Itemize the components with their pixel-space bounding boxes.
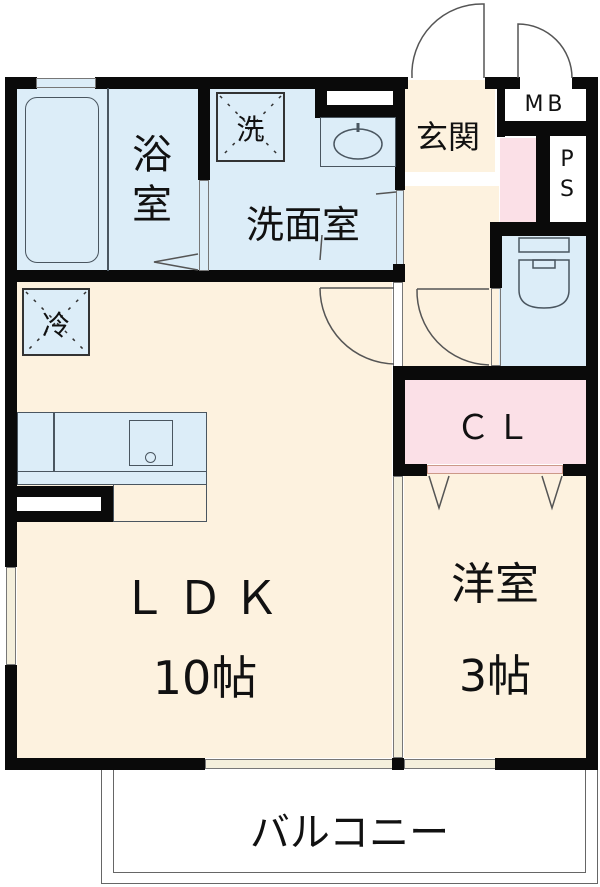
- wall-top-mid: [95, 77, 408, 89]
- closet-area: [405, 380, 587, 464]
- hallway-area: [403, 186, 499, 370]
- bathtub: [25, 97, 99, 263]
- kitchen-counter-edge: [17, 471, 207, 485]
- closet-doors: [427, 465, 563, 474]
- closet-door-left-icon: [428, 475, 450, 511]
- toilet-icon: [518, 237, 570, 309]
- fridge-label: 冷: [41, 309, 70, 342]
- shoe-cabinet: [500, 138, 536, 222]
- closet-label: ＣＬ: [456, 408, 536, 448]
- bath-door-frame: [199, 180, 209, 271]
- entrance-label: 玄関: [415, 118, 480, 156]
- balcony-inner: [113, 770, 586, 873]
- wash-door-swing-icon: [319, 191, 397, 261]
- ps-box: [550, 138, 586, 222]
- mb-label: MB: [524, 92, 567, 117]
- balcony-outer: [101, 770, 598, 884]
- wall-closet-bottom-right: [563, 464, 598, 476]
- western-balcony-window: [404, 759, 496, 769]
- wall-wash-entrance: [395, 88, 405, 190]
- bath-door-swing-icon: [153, 253, 199, 271]
- wall-mb-left: [497, 77, 505, 137]
- wall-bottom-left: [5, 758, 205, 770]
- wash-shelf: [327, 91, 393, 105]
- toilet-door-frame: [491, 288, 501, 366]
- kitchen-block-inner: [17, 497, 101, 511]
- wall-toilet-left: [490, 222, 502, 288]
- entrance-area: [403, 80, 495, 172]
- bath-tub-divider: [107, 88, 109, 271]
- wash-basin-counter: [320, 117, 396, 167]
- western-room-area: [404, 472, 587, 758]
- ldk-balcony-window: [205, 759, 393, 769]
- balcony-label: バルコニー: [249, 810, 450, 856]
- entrance-step: [403, 172, 503, 186]
- bath-window: [36, 78, 96, 88]
- ldk-door-icon: [319, 287, 395, 365]
- kitchen-sink: [129, 420, 173, 466]
- western-room-partition: [393, 476, 403, 758]
- washer-space: [216, 92, 285, 162]
- mb-door-icon: [517, 23, 573, 79]
- closet-door-right-icon: [541, 475, 563, 511]
- fridge-space: [22, 288, 90, 356]
- mb-box: [505, 89, 586, 121]
- ldk-size: 10帖: [152, 651, 258, 705]
- bathroom-area: [17, 88, 207, 272]
- kitchen-drain: [145, 452, 156, 463]
- bath-label: 浴室: [132, 132, 172, 228]
- washroom-label: 洗面室: [245, 203, 360, 247]
- wall-closet-bottom-left: [393, 464, 427, 476]
- western-room-label: 洋室: [451, 559, 539, 610]
- wall-wash-post: [393, 264, 405, 282]
- wall-wet-bottom: [5, 270, 403, 282]
- wall-bath-wash: [198, 88, 210, 180]
- ldk-side-window: [6, 567, 16, 665]
- wall-bottom-post: [392, 758, 404, 770]
- ps-label: PS: [560, 147, 574, 202]
- front-door-icon: [411, 3, 485, 79]
- wall-bottom-right: [495, 758, 598, 770]
- toilet-door-icon: [416, 288, 490, 366]
- wall-closet-top: [393, 366, 598, 380]
- kitchen-counter-divider: [53, 412, 55, 472]
- ldk-label: ＬＤＫ: [121, 571, 289, 625]
- wall-ps-left: [536, 136, 550, 226]
- wall-left-lower: [5, 665, 17, 770]
- kitchen-counter: [17, 412, 207, 472]
- kitchen-lower-cabinet: [113, 484, 207, 522]
- western-room-size: 3帖: [459, 651, 531, 702]
- wash-basin-icon: [333, 123, 383, 160]
- wall-right: [586, 77, 598, 770]
- wall-mb-bottom: [497, 120, 597, 136]
- wall-closet-left: [393, 366, 405, 476]
- wall-left-upper: [5, 77, 17, 567]
- washer-label: 洗: [236, 113, 265, 146]
- wall-toilet-top: [490, 222, 598, 236]
